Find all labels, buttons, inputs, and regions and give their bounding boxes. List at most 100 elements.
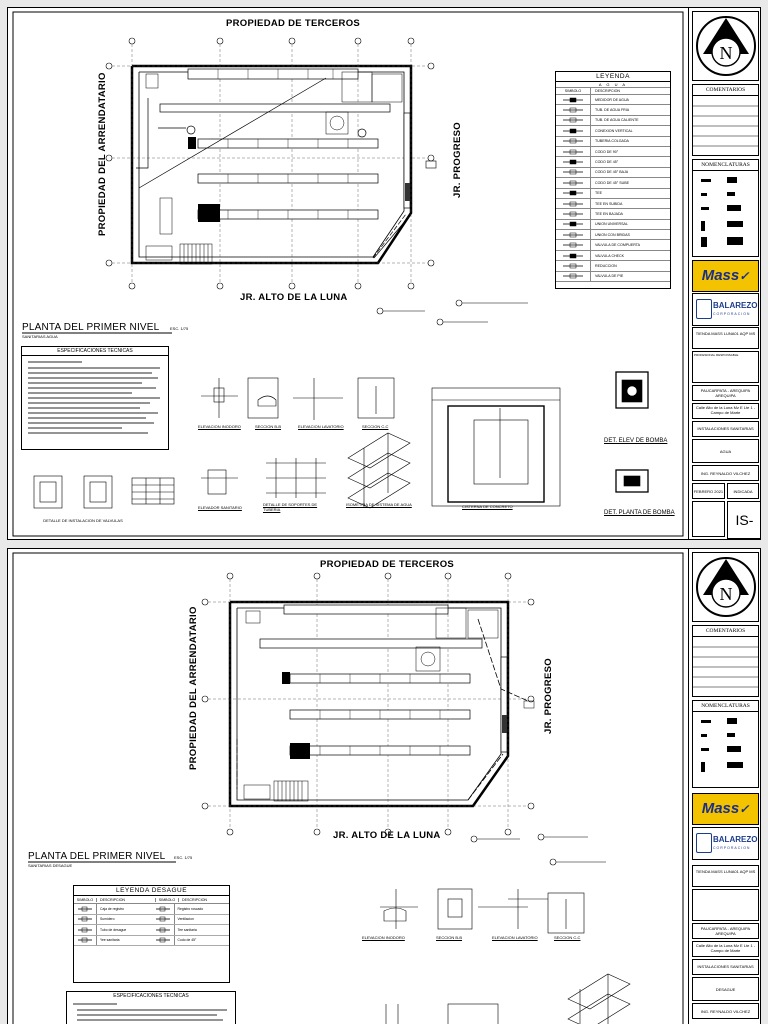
firm-subtitle: CORPORACION: [713, 312, 751, 316]
sheet-content: AGUA: [692, 439, 759, 463]
legend-description: CODO DE 45° SUBE: [595, 180, 629, 185]
legend-description: Yee sanitaria: [100, 938, 120, 943]
detail-label: ELEVACION LAVATORIO: [492, 935, 538, 940]
legend-description: CONEXION VERTICAL: [595, 128, 633, 133]
legend-symbol-icon: [556, 219, 591, 230]
svg-text:N: N: [720, 43, 733, 63]
legend-symbol-icon: [556, 136, 591, 146]
legend-description: UNION CON BRIDAS: [595, 232, 630, 237]
legend-symbol-icon: [152, 914, 175, 924]
legend-title: LEYENDA DESAGUE: [74, 886, 229, 896]
legend-description: UNION UNIVERSAL: [595, 222, 628, 227]
legend-symbol-icon: [556, 209, 591, 219]
nomenclature-title: NOMENCLATURAS: [693, 701, 758, 712]
project-name: TIENDA MASS LUNA01 AQP MS: [692, 327, 759, 349]
title-underline: [22, 332, 172, 334]
legend-row: TUB. DE AGUA CALIENTE: [556, 115, 670, 127]
title-block: N COMENTARIOS NOMENCLATURAS Mass✓ BALARE…: [688, 549, 760, 1024]
comments-box: COMENTARIOS: [692, 625, 759, 697]
legend-symbol-icon: [556, 167, 591, 178]
detail-label: ELEVADOR SANITARIO: [198, 505, 242, 510]
nomenclature-box: NOMENCLATURAS: [692, 700, 759, 788]
north-arrow-cell: N: [692, 552, 759, 622]
drawing-area: PROPIEDAD DE TERCEROS PROPIEDAD DEL ARRE…: [8, 549, 688, 1024]
nomenclature-title: NOMENCLATURAS: [693, 160, 758, 171]
legend-symbol-icon: [556, 146, 591, 157]
plan-scale: ESC. 1/75: [174, 855, 193, 860]
legend-description: Codo de 45°: [177, 938, 197, 943]
legend-row: Codo de 45°: [151, 935, 229, 946]
nomenclature-symbols: [701, 177, 743, 247]
legend-description: Registro roscado: [177, 906, 204, 911]
specialty: INSTALACIONES SANITARIAS: [692, 421, 759, 437]
firm-name: BALAREZO: [713, 301, 758, 310]
legend-description: CODO DE 45° BAJA: [595, 170, 629, 175]
address: Calle Alto de la Luna Mz E Lte 1 - Campo…: [692, 941, 759, 957]
north-arrow-icon: N: [696, 16, 756, 76]
right-street-label: JR. PROGRESO: [543, 658, 554, 734]
legend-row: TUB. DE AGUA FRIA: [556, 105, 670, 116]
spec-box-desague: ESPECIFICACIONES TECNICAS: [66, 991, 236, 1024]
legend-row: VALVULA DE COMPUERTA: [556, 240, 670, 251]
legend-row: UNION CON BRIDAS: [556, 230, 670, 241]
comments-box: COMENTARIOS: [692, 84, 759, 156]
legend-description: TUB. DE AGUA FRIA: [595, 108, 630, 113]
legend-description: CODO DE 45°: [595, 160, 619, 165]
date-cell: FEBRERO 2021: [692, 483, 725, 499]
legend-symbol-icon: [556, 250, 591, 261]
mass-logo: Mass✓: [692, 793, 759, 825]
top-street-label: PROPIEDAD DE TERCEROS: [320, 559, 455, 570]
detail-label: ELEVACION INODORO: [198, 424, 241, 429]
detail-label: SECCION B-B: [255, 424, 282, 429]
legend-row: CONEXION VERTICAL: [556, 126, 670, 137]
detail-label: DET. ELEV DE BOMBA: [604, 438, 668, 444]
floor-plan-desague: [12, 552, 684, 1024]
legend-header-row: SIMBOLO DESCRIPCION SIMBOLO DESCRIPCION: [74, 896, 229, 904]
legend-description: REDUCCION: [595, 263, 617, 268]
legend-col-symbol: SIMBOLO: [556, 88, 591, 94]
legend-symbol-icon: [556, 188, 591, 198]
left-side-label: PROPIEDAD DEL ARRENDATARIO: [97, 72, 108, 236]
bottom-street-label: JR. ALTO DE LA LUNA: [333, 830, 441, 841]
legend-col-symbol: SIMBOLO: [156, 897, 179, 902]
specialty: INSTALACIONES SANITARIAS: [692, 959, 759, 975]
legend-description: TUB. DE AGUA CALIENTE: [595, 118, 639, 123]
check-icon: ✓: [739, 269, 750, 283]
firm-name: BALAREZO: [713, 835, 758, 844]
legend-symbol-icon: [152, 925, 175, 935]
legend-symbol-icon: [556, 105, 591, 115]
detail-label: DETALLE DE SOPORTES DE TUBERIA: [263, 502, 318, 512]
plan-title: PLANTA DEL PRIMER NIVEL: [22, 322, 160, 333]
comments-lines: [693, 646, 759, 688]
comments-lines: [693, 105, 759, 147]
detail-label: DET. PLANTA DE BOMBA: [604, 510, 675, 516]
left-side-label: PROPIEDAD DEL ARRENDATARIO: [188, 606, 199, 770]
spec-title: ESPECIFICACIONES TECNICAS: [22, 347, 168, 356]
detail-label: SECCION C-C: [554, 935, 581, 940]
engineer: ING. REYNALDO VILCHEZ: [692, 1003, 759, 1019]
detail-label: ELEVACION LAVATORIO: [298, 424, 344, 429]
legend-row: CODO DE 45°: [556, 157, 670, 168]
comments-title: COMENTARIOS: [693, 626, 758, 637]
legend-title: LEYENDA: [556, 72, 670, 82]
firm-subtitle: CORPORACION: [713, 846, 751, 850]
scale: INDICADA: [733, 489, 753, 494]
legend-symbol-icon: [74, 904, 97, 914]
detail-label: SECCION C-C: [362, 424, 389, 429]
legend-row: CODO DE 45° SUBE: [556, 178, 670, 189]
mass-logo: Mass✓: [692, 260, 759, 292]
legend-row: CODO DE 90°: [556, 146, 670, 158]
legend-symbol-icon: [556, 157, 591, 167]
legend-row: TEE: [556, 188, 670, 199]
check-icon: ✓: [739, 802, 750, 816]
legend-description: Tee sanitaria: [177, 927, 197, 932]
legend-desague: LEYENDA DESAGUE SIMBOLO DESCRIPCION SIMB…: [73, 885, 230, 983]
drawing-area: PROPIEDAD DE TERCEROS PROPIEDAD DEL ARRE…: [8, 8, 688, 539]
legend-symbol-icon: [74, 925, 97, 935]
svg-text:N: N: [720, 584, 733, 604]
detail-label: ELEVACION INODORO: [362, 935, 405, 940]
legend-header-row: SIMBOLO DESCRIPCION: [556, 88, 670, 95]
legend-symbol-icon: [556, 126, 591, 136]
legend-row: TEE EN BAJADA: [556, 209, 670, 220]
north-arrow-cell: N: [692, 11, 759, 81]
